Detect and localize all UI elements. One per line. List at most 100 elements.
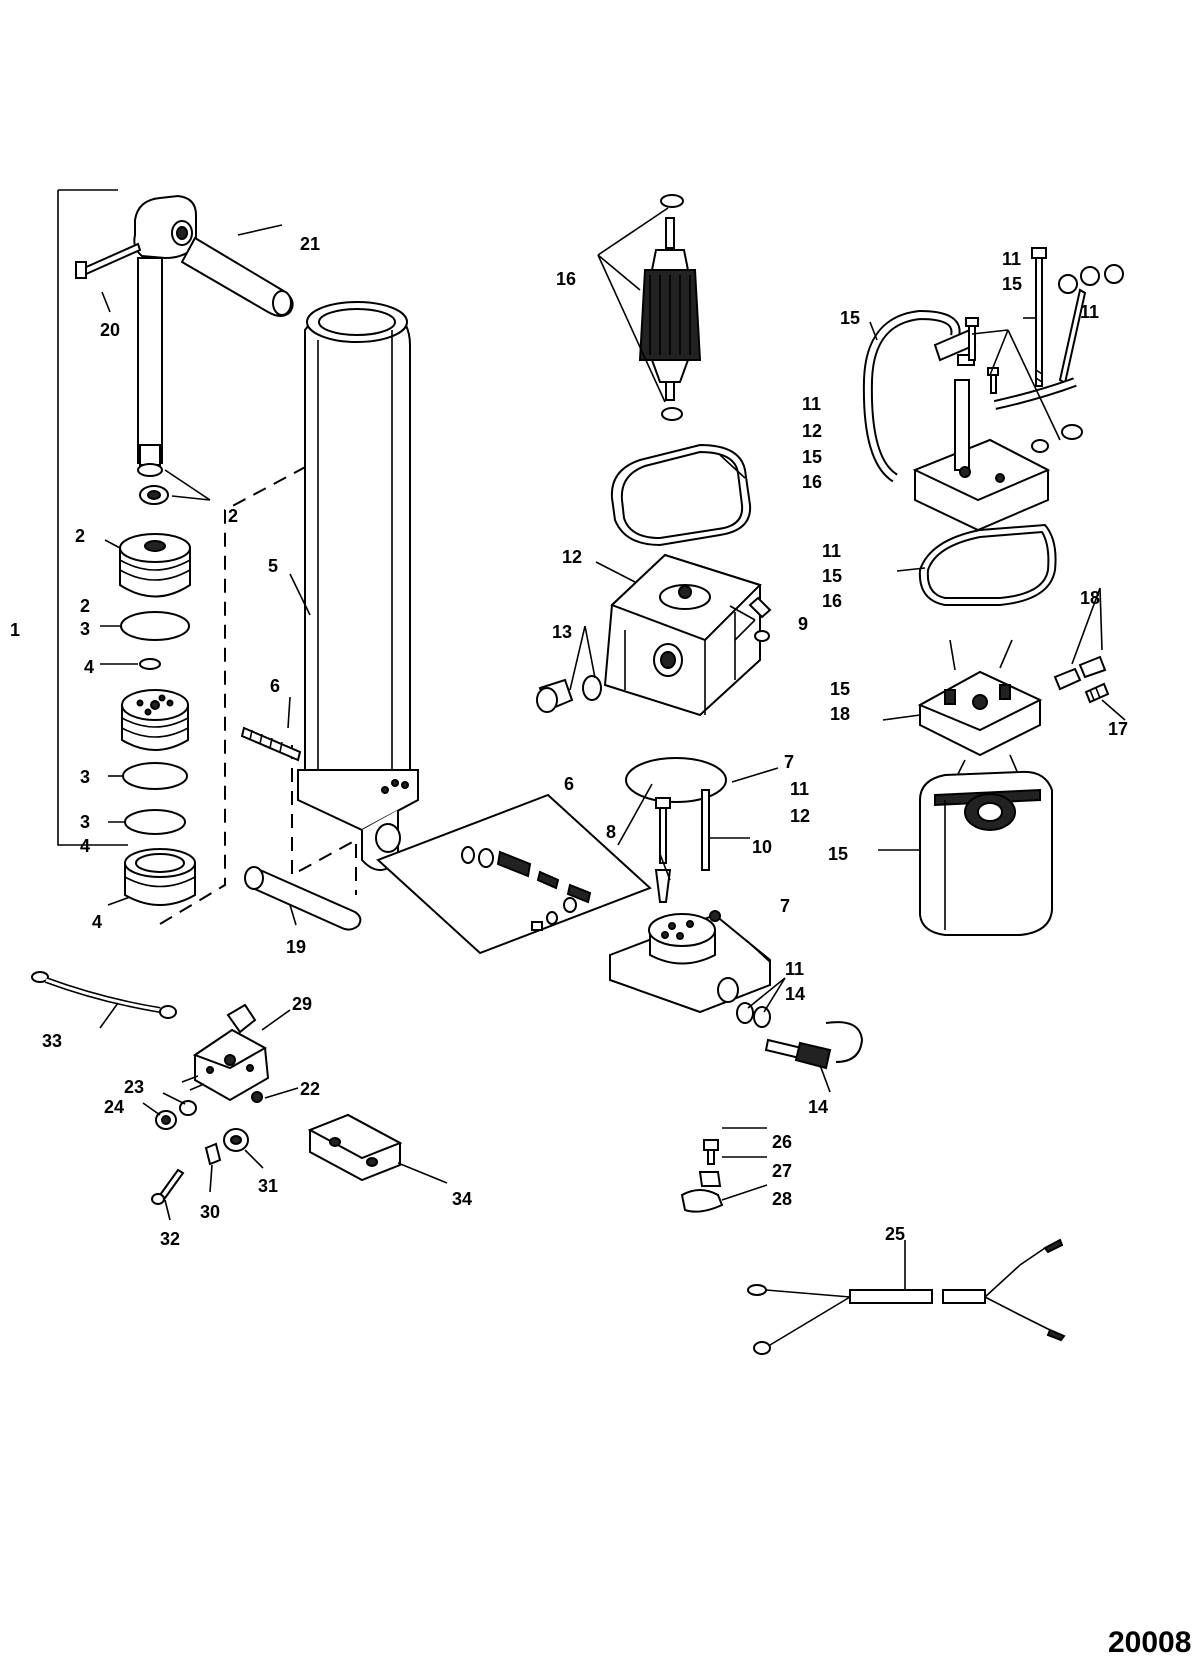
screw-9 — [748, 596, 772, 642]
piston-seals-2 — [137, 463, 169, 505]
callout-16: 16 — [802, 472, 822, 492]
callout-30: 30 — [200, 1202, 220, 1222]
callout-24: 24 — [104, 1097, 124, 1117]
callout-11: 11 — [802, 394, 821, 414]
callout-11: 11 — [1080, 302, 1099, 322]
callout-labels: 1 2 2 2 3 3 3 4 4 4 5 6 6 7 7 8 9 10 11 … — [10, 234, 1128, 1249]
callout-2: 2 — [228, 506, 238, 526]
callout-3: 3 — [80, 812, 90, 832]
callout-21: 21 — [300, 234, 320, 254]
washer-right — [1031, 424, 1083, 453]
callout-11: 11 — [1002, 249, 1021, 269]
o-ring-3a — [120, 611, 190, 641]
cylinder-housing-5 — [297, 301, 419, 871]
fill-plug-13 — [536, 675, 602, 713]
callout-16: 16 — [822, 591, 842, 611]
figure-number: 20008 — [1108, 1626, 1191, 1659]
callout-6: 6 — [564, 774, 574, 794]
nut-22 — [251, 1091, 263, 1103]
valve-kit-6 — [376, 793, 652, 955]
harness-25 — [747, 1238, 1066, 1355]
callout-7: 7 — [780, 896, 790, 916]
callout-11: 11 — [822, 541, 841, 561]
pin-10 — [701, 789, 710, 871]
callout-15: 15 — [802, 447, 822, 467]
screws-15 — [965, 317, 999, 394]
callout-5: 5 — [268, 556, 278, 576]
switch-29 — [181, 1003, 270, 1102]
callout-2: 2 — [80, 596, 90, 616]
nut-24 — [155, 1110, 177, 1130]
end-cap-15 — [912, 328, 1051, 532]
end-cap-2 — [119, 533, 191, 598]
callout-15: 15 — [830, 679, 850, 699]
callout-19: 19 — [286, 937, 306, 957]
washer-23 — [179, 1100, 197, 1116]
pump-body-7 — [609, 910, 771, 1014]
assembly-bracket-1 — [57, 189, 128, 846]
callout-4: 4 — [92, 912, 102, 932]
clamp-28 — [680, 1189, 724, 1213]
callout-12: 12 — [562, 547, 582, 567]
motor-frame-15 — [919, 770, 1053, 936]
cylinder-rod — [133, 194, 197, 466]
callout-22: 22 — [300, 1079, 320, 1099]
cable-33 — [31, 971, 177, 1019]
callout-14: 14 — [785, 984, 805, 1004]
o-ring-pump — [625, 757, 727, 803]
callout-33: 33 — [42, 1031, 62, 1051]
callout-8: 8 — [606, 822, 616, 842]
callout-23: 23 — [124, 1077, 144, 1097]
leader-lines — [99, 207, 1126, 1290]
grommet-31 — [223, 1128, 249, 1152]
callout-4: 4 — [84, 657, 94, 677]
piston-body — [121, 689, 189, 751]
callout-10: 10 — [752, 837, 772, 857]
o-ring-3b — [122, 762, 188, 790]
callout-27: 27 — [772, 1161, 792, 1181]
gasket-right — [918, 523, 1057, 606]
callout-2: 2 — [75, 526, 85, 546]
reservoir-12 — [603, 553, 762, 717]
callout-31: 31 — [258, 1176, 278, 1196]
callout-18: 18 — [830, 704, 850, 724]
pivot-pin-21 — [180, 236, 294, 317]
brush-plate-15-18 — [917, 639, 1043, 791]
callout-7: 7 — [784, 752, 794, 772]
callout-11: 11 — [785, 959, 804, 979]
callout-3: 3 — [80, 767, 90, 787]
armature-16 — [638, 194, 702, 421]
callout-16: 16 — [556, 269, 576, 289]
bolt-8 — [654, 797, 672, 903]
leads-11 — [1058, 264, 1124, 385]
callout-4: 4 — [80, 836, 90, 856]
gland-4 — [124, 848, 196, 906]
bracket-34 — [307, 1113, 403, 1182]
callout-20: 20 — [100, 320, 120, 340]
spring-17 — [1084, 682, 1110, 704]
callout-34: 34 — [452, 1189, 472, 1209]
callout-13: 13 — [552, 622, 572, 642]
nut-27 — [698, 1171, 722, 1187]
callout-3: 3 — [80, 619, 90, 639]
callout-18: 18 — [1080, 588, 1100, 608]
callout-14: 14 — [808, 1097, 828, 1117]
callout-12: 12 — [802, 421, 822, 441]
callout-11: 11 — [790, 779, 809, 799]
gasket-upper — [610, 443, 752, 547]
brushes-18 — [1053, 655, 1107, 691]
callout-15: 15 — [1002, 274, 1022, 294]
bolt-20 — [75, 242, 142, 279]
washers-14 — [736, 1002, 771, 1028]
o-ring-4a — [139, 658, 161, 670]
callout-29: 29 — [292, 994, 312, 1014]
screw-26 — [703, 1139, 719, 1165]
callout-28: 28 — [772, 1189, 792, 1209]
callout-1: 1 — [10, 620, 20, 640]
callout-15: 15 — [828, 844, 848, 864]
callout-6: 6 — [270, 676, 280, 696]
stud-6 — [240, 726, 302, 762]
callout-9: 9 — [798, 614, 808, 634]
o-ring-3c — [124, 809, 186, 835]
